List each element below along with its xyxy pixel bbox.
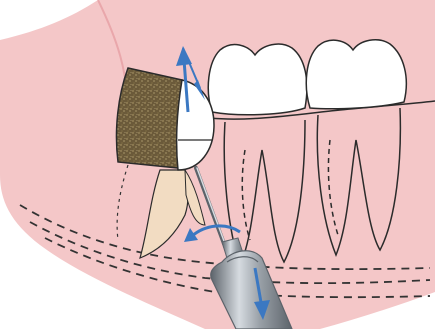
molar-1-crown — [208, 44, 307, 115]
molar-2-crown — [306, 40, 406, 109]
bone-graft-block — [116, 68, 182, 168]
